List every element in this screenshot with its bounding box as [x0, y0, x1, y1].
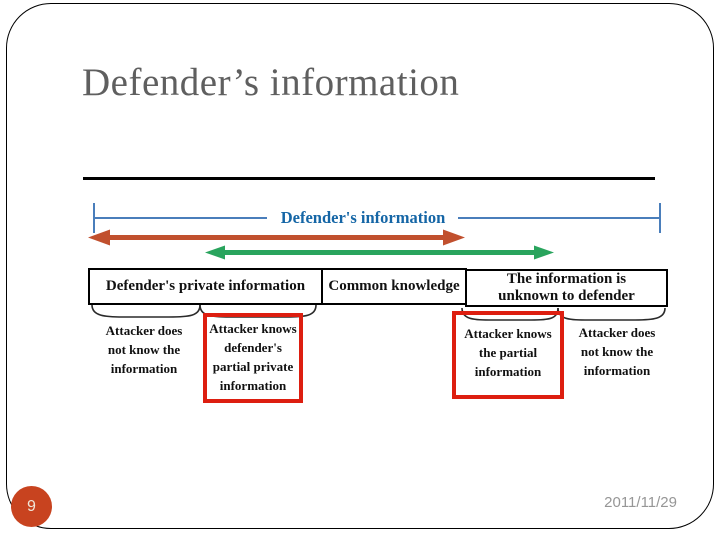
page-number: 9	[27, 497, 36, 515]
arc-right-inner	[461, 307, 559, 321]
bracket-end-tick-left	[93, 203, 95, 233]
table-cell-label-line1: The information is	[506, 271, 627, 287]
note-attacker-knows-partial-private: Attacker knows defender's partial privat…	[207, 319, 299, 395]
note-line: Attacker does	[105, 323, 183, 338]
note-line: partial private	[212, 359, 294, 374]
note-line: information	[219, 378, 287, 393]
note-line: defender's	[224, 340, 282, 355]
figure-top-rule	[83, 177, 655, 180]
arc-right-outer	[557, 307, 666, 321]
table-cell-label: Common knowledge	[328, 278, 460, 294]
note-attacker-does-not-know-left: Attacker does not know the information	[86, 321, 202, 378]
bracket-line-right-segment	[458, 217, 661, 219]
bracket-end-tick-right	[659, 203, 661, 233]
slide-border-frame	[6, 3, 714, 529]
red-double-arrow	[88, 229, 465, 246]
green-double-arrow	[205, 245, 554, 260]
arc-left-inner	[199, 304, 317, 318]
table-cell-common-knowledge: Common knowledge	[321, 268, 467, 305]
highlight-box-partial-information: Attacker knows the partial information	[452, 311, 564, 399]
note-attacker-does-not-know-right: Attacker does not know the information	[561, 323, 673, 380]
note-line: information	[474, 364, 542, 379]
connector-arcs	[91, 304, 666, 321]
note-line: Attacker does	[578, 325, 656, 340]
note-line: Attacker knows	[209, 321, 297, 336]
arc-left-outer	[91, 304, 201, 318]
bracket-label: Defender's information	[280, 208, 446, 227]
bracket-line-left-segment	[93, 217, 267, 219]
slide-date: 2011/11/29	[604, 494, 677, 511]
page-number-badge: 9	[11, 486, 52, 527]
table-cell-unknown-information: The information is unknown to defender	[465, 269, 668, 307]
note-line: the partial	[478, 345, 538, 360]
note-attacker-knows-partial: Attacker knows the partial information	[456, 324, 560, 381]
slide-title: Defender’s information	[82, 61, 460, 104]
table-cell-label: Defender's private information	[105, 278, 306, 294]
note-line: information	[110, 361, 178, 376]
note-line: not know the	[107, 342, 181, 357]
highlight-box-partial-private: Attacker knows defender's partial privat…	[203, 313, 303, 403]
table-cell-private-information: Defender's private information	[88, 268, 323, 305]
note-line: information	[583, 363, 651, 378]
note-line: Attacker knows	[464, 326, 552, 341]
table-cell-label-line2: unknown to defender	[498, 288, 635, 304]
note-line: not know the	[580, 344, 654, 359]
